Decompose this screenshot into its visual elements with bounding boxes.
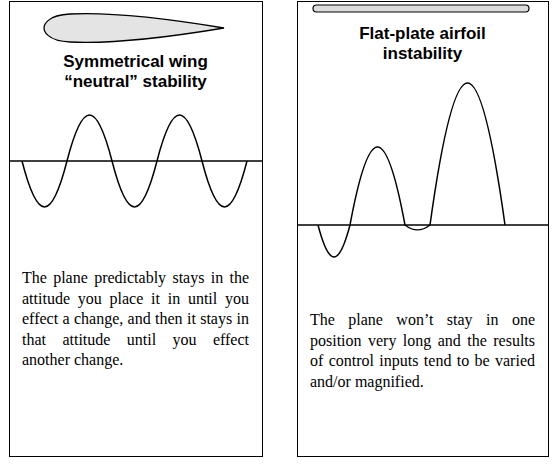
- panel-description: The plane won’t stay in one position ver…: [310, 310, 535, 392]
- axis-line: [298, 224, 548, 225]
- panel-heading: Flat-plate airfoil instability: [328, 24, 518, 64]
- panel-description: The plane predictably stays in the attit…: [22, 268, 249, 371]
- symmetrical-airfoil: [44, 14, 224, 43]
- unstable-wave: [318, 83, 505, 257]
- neutral-wave: [22, 115, 247, 207]
- axis-line: [10, 160, 262, 161]
- stability-panel: Flat-plate airfoil instabilityThe plane …: [297, 1, 549, 457]
- flat-plate-airfoil: [313, 5, 529, 12]
- stability-panel: Symmetrical wing “neutral” stabilityThe …: [9, 1, 263, 457]
- panel-heading: Symmetrical wing “neutral” stability: [41, 52, 231, 92]
